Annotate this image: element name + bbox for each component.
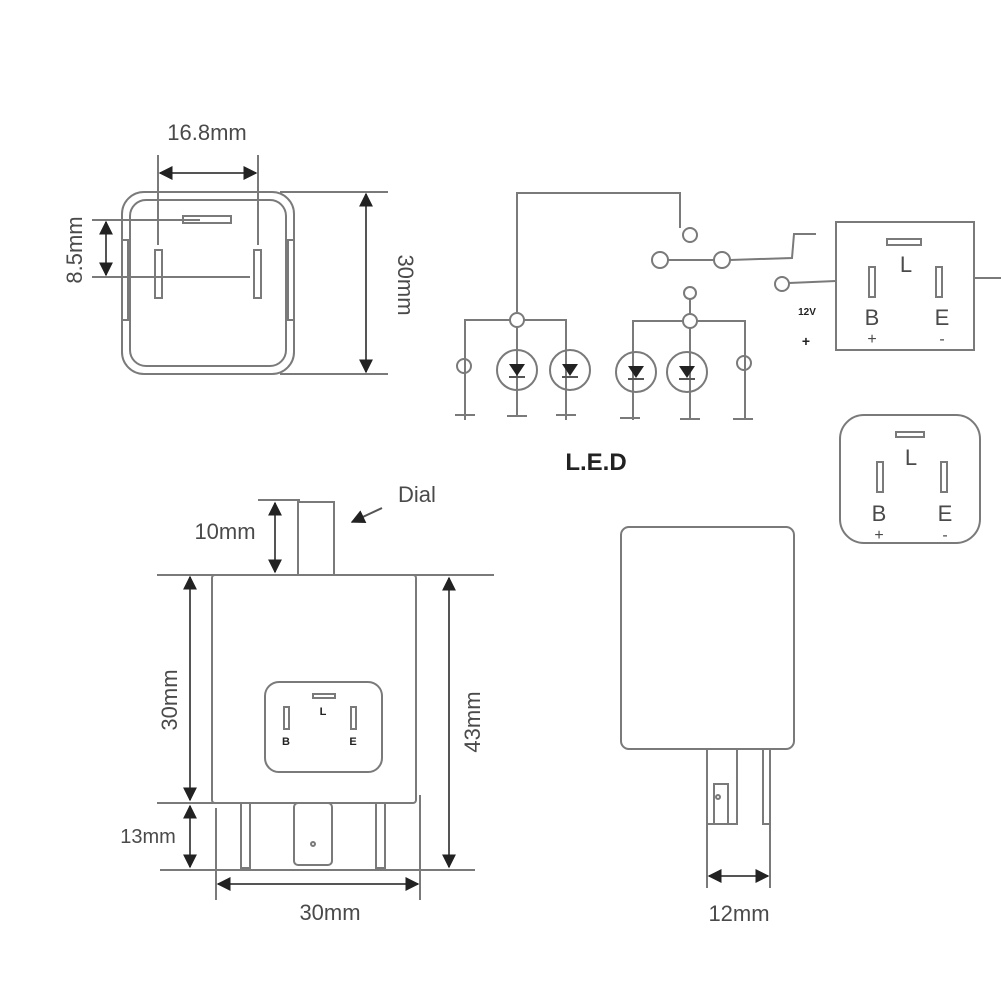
svg-text:L: L [905,445,917,470]
led-title: L.E.D [565,449,626,476]
svg-text:+: + [874,527,883,544]
dial-height-label: 10mm [194,519,255,544]
svg-text:B: B [282,736,290,748]
svg-text:E: E [349,736,356,748]
pin-b [154,249,163,299]
svg-text:E: E [938,501,953,526]
lamp-icon [456,358,472,374]
pin-spacing-label: 8.5mm [62,216,87,283]
pin-diagram: L B E + - [839,414,981,544]
svg-text:E: E [935,305,950,330]
svg-text:L: L [320,706,327,718]
height-label: 30mm [393,254,418,315]
width-label: 30mm [299,900,360,925]
dial-arrow-icon [350,507,383,524]
svg-text:-: - [939,331,944,348]
top-view: 16.8mm 8.5mm 30mm [62,120,418,375]
led-icon [496,349,708,393]
dial [297,501,335,576]
lamp-icon [736,355,752,371]
total-height-label: 43mm [460,691,485,752]
voltage-sign: + [802,333,810,349]
voltage-label: 12V [798,307,816,318]
width-label: 16.8mm [167,120,246,145]
svg-text:-: - [942,527,947,544]
depth-label: 12mm [708,901,769,926]
front-view: 10mm Dial L B E 30mm 13mm 43mm 30mm [120,482,494,925]
svg-text:B: B [865,305,880,330]
svg-text:+: + [867,331,876,348]
dial-label: Dial [398,482,436,507]
side-view: 12mm [620,526,795,926]
svg-text:B: B [872,501,887,526]
body-height-label: 30mm [157,669,182,730]
svg-text:L: L [900,252,912,277]
socket [264,681,383,773]
pin-e [253,249,262,299]
pin-length-label: 13mm [120,826,176,848]
led-circuit: L.E.D 12V + L B E + - [455,192,1001,476]
